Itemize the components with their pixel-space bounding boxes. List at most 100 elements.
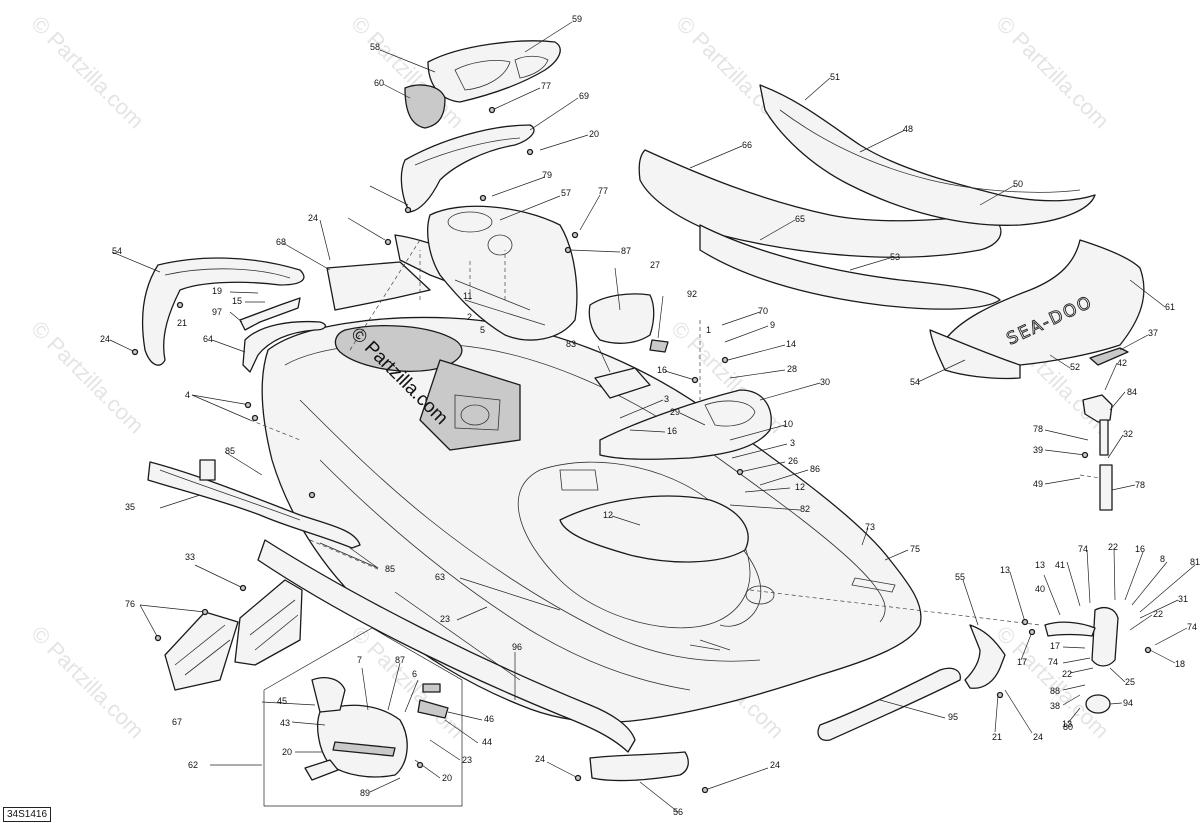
- callout: 16: [667, 426, 677, 436]
- side-rub-rail: [257, 539, 636, 753]
- callout: 38: [1050, 701, 1060, 711]
- callout: 66: [742, 140, 752, 150]
- callout: 23: [462, 755, 472, 765]
- side-panel-68: [326, 261, 431, 311]
- callout: 12: [795, 482, 805, 492]
- gauge-bezel: [404, 84, 446, 129]
- callout: 24: [100, 334, 110, 344]
- callout: 39: [1033, 445, 1043, 455]
- callout: 78: [1033, 424, 1043, 434]
- callout: 42: [1117, 358, 1127, 368]
- callout: 82: [800, 504, 810, 514]
- callout: 92: [687, 289, 697, 299]
- latch-92: [649, 339, 669, 353]
- callout: 83: [566, 339, 576, 349]
- callout: 46: [484, 714, 494, 724]
- callout: 84: [1127, 387, 1137, 397]
- callout: 22: [1108, 542, 1118, 552]
- cap-80: [1085, 694, 1111, 714]
- callout: 12: [603, 510, 613, 520]
- callout: 29: [670, 407, 680, 417]
- trim-64: [242, 320, 327, 373]
- callout: 75: [910, 544, 920, 554]
- callout: 41: [1055, 560, 1065, 570]
- assembly-lines: [249, 239, 1101, 626]
- callout: 20: [589, 129, 599, 139]
- callout: 63: [435, 572, 445, 582]
- callout: 6: [412, 669, 417, 679]
- callout: 22: [1153, 609, 1163, 619]
- callout: 32: [1123, 429, 1133, 439]
- callout: 10: [783, 419, 793, 429]
- callout: 40: [1035, 584, 1045, 594]
- side-vent-panel-b: [234, 579, 303, 666]
- callout: 26: [788, 456, 798, 466]
- cap-bracket-41: [1044, 621, 1096, 637]
- callout: 27: [650, 260, 660, 270]
- callout: 87: [621, 246, 631, 256]
- callout: 77: [598, 186, 608, 196]
- callout: 79: [542, 170, 552, 180]
- callout: 14: [786, 339, 796, 349]
- leader-lines: [109, 21, 1196, 813]
- callout: 7: [357, 655, 362, 665]
- callout: 21: [177, 318, 187, 328]
- callout: 17: [1017, 657, 1027, 667]
- callout: 73: [865, 522, 875, 532]
- rear-panel-55: [964, 624, 1006, 689]
- callout: 58: [370, 42, 380, 52]
- callout: 28: [787, 364, 797, 374]
- callout: 61: [1165, 302, 1175, 312]
- callout: 69: [579, 91, 589, 101]
- watermark: © Partzilla.com: [991, 11, 1114, 134]
- watermark: © Partzilla.com: [26, 316, 149, 439]
- callout: 59: [572, 14, 582, 24]
- filler-neck-38: [1091, 607, 1119, 667]
- callout: 85: [385, 564, 395, 574]
- vent-plate-20: [304, 759, 339, 781]
- callout: 3: [664, 394, 669, 404]
- callout: 95: [948, 712, 958, 722]
- callout: 97: [212, 307, 222, 317]
- callout: 8: [1160, 554, 1165, 564]
- inset-frame: [263, 627, 463, 807]
- callout: 62: [188, 760, 198, 770]
- deck-mat-52: [929, 329, 1021, 380]
- vent-assembly: [317, 704, 408, 778]
- left-side-panel: [147, 461, 361, 549]
- callout: 77: [541, 81, 551, 91]
- callout: 74: [1078, 544, 1088, 554]
- callout: 24: [308, 213, 318, 223]
- glovebox-lid: [588, 293, 655, 344]
- callout: 1: [706, 325, 711, 335]
- callout: 13: [1000, 565, 1010, 575]
- callout: 9: [770, 320, 775, 330]
- callout: 86: [810, 464, 820, 474]
- callout: 64: [203, 334, 213, 344]
- callout: 94: [1123, 698, 1133, 708]
- trim-97: [239, 297, 301, 331]
- callout: 50: [1013, 179, 1023, 189]
- vent-cover-45: [311, 677, 346, 713]
- latch-42: [1082, 394, 1113, 423]
- callout: 89: [360, 788, 370, 798]
- callout: 55: [955, 572, 965, 582]
- reboarding-area: [559, 495, 749, 563]
- callout: 35: [125, 502, 135, 512]
- gauge-housing: [427, 40, 561, 103]
- seat-cover-48: [638, 149, 1002, 258]
- callout: 49: [1033, 479, 1043, 489]
- watermark: © Partzilla.com: [26, 11, 149, 134]
- callout: 16: [1135, 544, 1145, 554]
- callout: 18: [1175, 659, 1185, 669]
- step-83: [594, 367, 651, 399]
- callout: 68: [276, 237, 286, 247]
- callout: 17: [1050, 641, 1060, 651]
- callout: 54: [112, 246, 122, 256]
- callout: 74: [1187, 622, 1197, 632]
- callout: 11: [463, 291, 472, 301]
- callout: 65: [795, 214, 805, 224]
- seat-pad-50-65: [699, 224, 1001, 310]
- callout: 87: [395, 655, 405, 665]
- rear-bumper-95: [817, 667, 961, 741]
